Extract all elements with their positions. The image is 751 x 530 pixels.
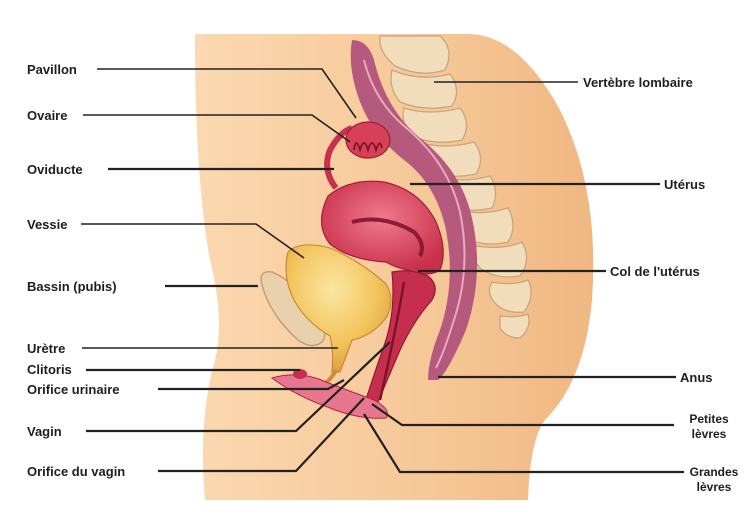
label-oviducte: Oviducte <box>27 162 83 177</box>
leader-lines <box>81 68 684 474</box>
label-pavillon: Pavillon <box>27 62 77 77</box>
vagina <box>363 270 436 408</box>
uterus <box>320 180 444 275</box>
label-orifice-urinaire: Orifice urinaire <box>27 382 120 397</box>
label-bassin: Bassin (pubis) <box>27 279 117 294</box>
label-petites-levres-line1: Petites <box>689 412 729 426</box>
label-clitoris: Clitoris <box>27 362 72 377</box>
label-vertebre: Vertèbre lombaire <box>583 75 693 90</box>
label-vessie: Vessie <box>27 217 68 232</box>
label-grandes-levres-line1: Grandes <box>689 465 739 479</box>
label-ovaire: Ovaire <box>27 108 68 123</box>
label-vagin: Vagin <box>27 424 62 439</box>
oviduct <box>324 125 354 190</box>
label-grandes-levres-line2: lèvres <box>696 480 732 494</box>
label-col: Col de l'utérus <box>610 264 700 279</box>
label-grandes-levres: Grandes lèvres <box>684 465 744 495</box>
label-uretre: Urètre <box>27 341 66 356</box>
label-orifice-vagin: Orifice du vagin <box>27 464 126 479</box>
label-uterus: Utérus <box>664 177 706 192</box>
label-petites-levres-line2: lèvres <box>691 427 727 441</box>
clitoris <box>293 369 307 379</box>
labia <box>270 374 388 419</box>
label-anus: Anus <box>680 370 713 385</box>
label-petites-levres: Petites lèvres <box>680 412 738 442</box>
rectum <box>350 40 478 380</box>
bladder <box>285 244 392 373</box>
